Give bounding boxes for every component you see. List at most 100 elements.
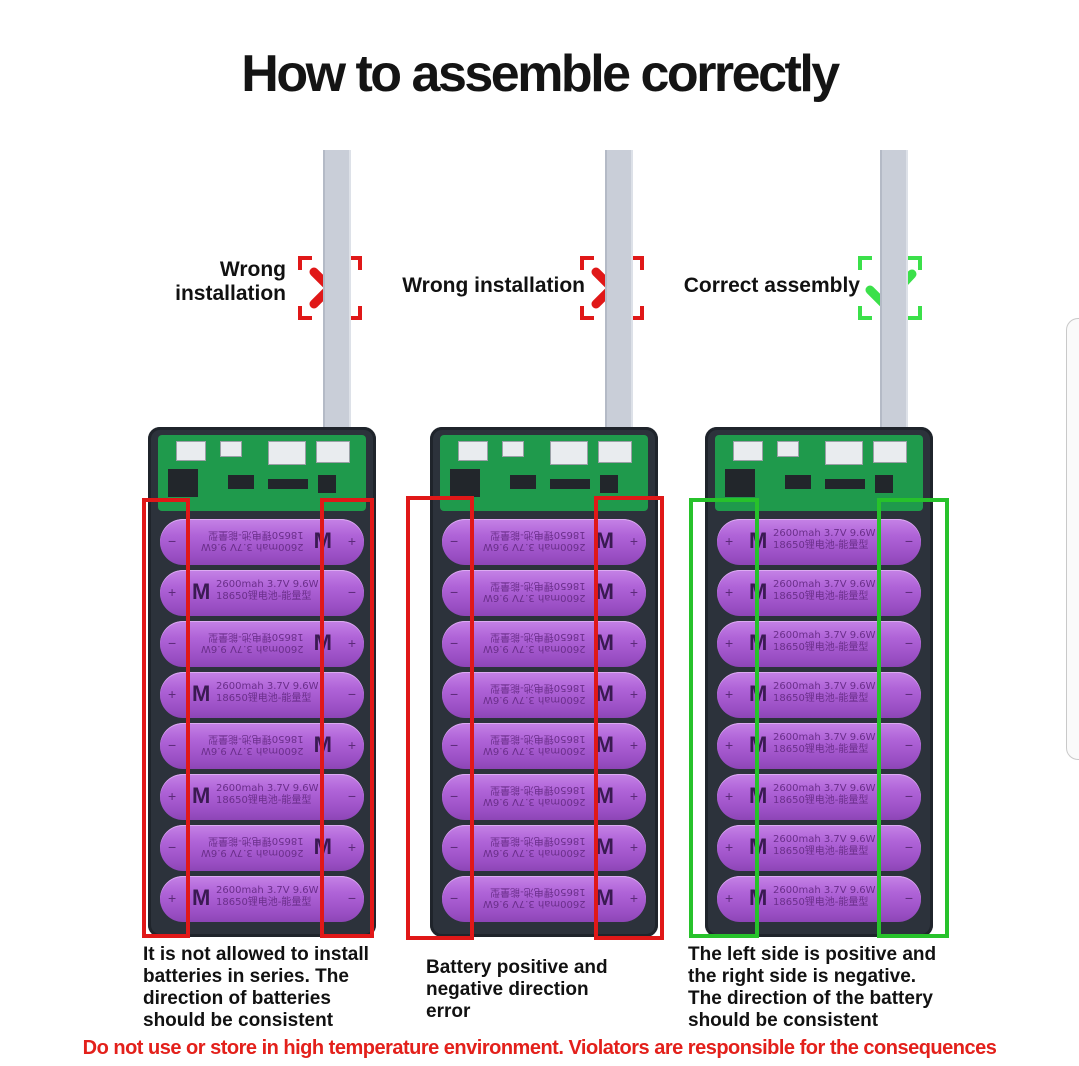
positive-terminal-mark: + bbox=[168, 686, 177, 702]
description-line: direction of batteries bbox=[143, 988, 331, 1009]
usb-port bbox=[502, 441, 524, 457]
positive-terminal-mark: − bbox=[450, 890, 459, 906]
negative-terminal-mark: + bbox=[629, 737, 638, 753]
brand-logo: M bbox=[595, 681, 614, 706]
positive-terminal-mark: − bbox=[450, 635, 459, 651]
usb-port bbox=[220, 441, 242, 457]
pcb-component bbox=[785, 475, 811, 489]
usb-port bbox=[777, 441, 799, 457]
negative-terminal-mark: + bbox=[629, 533, 638, 549]
description-line: negative direction bbox=[426, 979, 589, 1000]
negative-terminal-mark: + bbox=[629, 890, 638, 906]
status-label-line-2: installation bbox=[175, 282, 286, 305]
positive-terminal-mark: − bbox=[450, 788, 459, 804]
positive-terminal-mark: + bbox=[725, 584, 734, 600]
pcb-component bbox=[228, 475, 254, 489]
negative-terminal-mark: + bbox=[347, 635, 356, 651]
page-title: How to assemble correctly bbox=[241, 45, 840, 103]
usb-port bbox=[873, 441, 907, 463]
negative-terminal-mark: − bbox=[904, 635, 913, 651]
right-terminal-highlight bbox=[320, 498, 374, 938]
positive-terminal-mark: − bbox=[450, 839, 459, 855]
description-line: It is not allowed to install bbox=[143, 944, 369, 965]
negative-terminal-mark: + bbox=[629, 686, 638, 702]
brand-logo: M bbox=[595, 783, 614, 808]
negative-terminal-mark: − bbox=[904, 839, 913, 855]
warning-text: Do not use or store in high temperature … bbox=[82, 1037, 997, 1059]
usb-port bbox=[268, 441, 306, 465]
brand-logo: M bbox=[595, 834, 614, 859]
right-terminal-highlight bbox=[877, 498, 949, 938]
status-label: Correct assembly bbox=[683, 274, 860, 297]
description-line: batteries in series. The bbox=[143, 966, 349, 987]
pcb-component bbox=[875, 475, 893, 493]
left-terminal-highlight bbox=[142, 498, 190, 938]
description-line: The left side is positive and bbox=[688, 944, 937, 965]
brand-logo: M bbox=[192, 681, 211, 706]
positive-terminal-mark: − bbox=[450, 737, 459, 753]
positive-terminal-mark: − bbox=[450, 686, 459, 702]
description-panel-1: It is not allowed to install batteries i… bbox=[143, 944, 369, 1032]
usb-port bbox=[458, 441, 488, 461]
negative-terminal-mark: − bbox=[347, 890, 356, 906]
usb-port bbox=[825, 441, 863, 465]
description-panel-2: Battery positive and negative direction … bbox=[426, 957, 608, 1023]
usb-port bbox=[598, 441, 632, 463]
brand-logo: M bbox=[595, 885, 614, 910]
left-terminal-highlight bbox=[689, 498, 759, 938]
brand-logo: M bbox=[192, 783, 211, 808]
negative-terminal-mark: + bbox=[629, 788, 638, 804]
scroll-edge[interactable] bbox=[1066, 318, 1079, 760]
brand-logo: M bbox=[595, 630, 614, 655]
negative-terminal-mark: + bbox=[629, 584, 638, 600]
positive-terminal-mark: − bbox=[168, 635, 177, 651]
negative-terminal-mark: − bbox=[347, 788, 356, 804]
status-label-line-1: Wrong bbox=[219, 258, 286, 281]
brand-logo: M bbox=[192, 579, 211, 604]
positive-terminal-mark: + bbox=[168, 890, 177, 906]
negative-terminal-mark: − bbox=[904, 584, 913, 600]
usb-port bbox=[550, 441, 588, 465]
positive-terminal-mark: + bbox=[168, 788, 177, 804]
positive-terminal-mark: − bbox=[450, 533, 459, 549]
positive-terminal-mark: + bbox=[725, 686, 734, 702]
usb-cable bbox=[605, 150, 633, 432]
pcb-component bbox=[268, 479, 308, 489]
negative-terminal-mark: − bbox=[347, 686, 356, 702]
usb-port bbox=[316, 441, 350, 463]
negative-terminal-mark: − bbox=[904, 890, 913, 906]
brand-logo: M bbox=[595, 579, 614, 604]
